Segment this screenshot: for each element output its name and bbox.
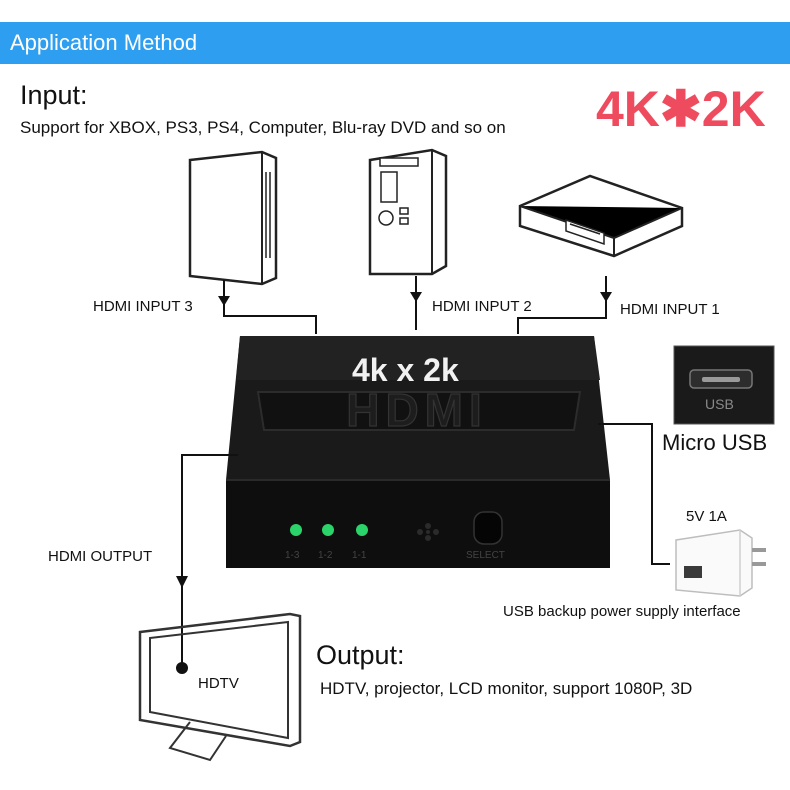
ps3-console-icon — [190, 152, 276, 284]
usb-power-label: USB backup power supply interface — [503, 603, 741, 620]
led-1-1 — [356, 524, 368, 536]
hdmi-input-3-label: HDMI INPUT 3 — [93, 298, 193, 315]
output-description: HDTV, projector, LCD monitor, support 10… — [320, 679, 692, 699]
power-adapter-icon — [676, 530, 766, 596]
adapter-rating-label: 5V 1A — [686, 508, 727, 525]
game-console-tower-icon — [370, 150, 446, 274]
output-arrow — [176, 576, 188, 588]
led-label-1-2: 1-2 — [318, 550, 332, 561]
hdmi-logo: HDMI — [346, 384, 488, 436]
tv-connection-dot — [176, 662, 188, 674]
hdtv-label: HDTV — [198, 675, 239, 692]
led-1-3 — [290, 524, 302, 536]
output-heading: Output: — [316, 640, 405, 671]
micro-usb-port-icon — [674, 346, 774, 424]
led-label-1-3: 1-3 — [285, 550, 299, 561]
led-1-2 — [322, 524, 334, 536]
dvd-player-icon — [520, 176, 682, 256]
usb-port-marking: USB — [705, 396, 734, 412]
input-wires — [224, 276, 606, 334]
hdmi-output-label: HDMI OUTPUT — [48, 548, 152, 565]
hdmi-input-2-label: HDMI INPUT 2 — [432, 298, 532, 315]
select-button-label: SELECT — [466, 550, 505, 561]
device-top-label: 4k x 2k — [352, 352, 459, 389]
select-button[interactable] — [474, 512, 502, 544]
hdmi-input-1-label: HDMI INPUT 1 — [620, 301, 720, 318]
led-label-1-1: 1-1 — [352, 550, 366, 561]
micro-usb-label: Micro USB — [662, 430, 767, 456]
